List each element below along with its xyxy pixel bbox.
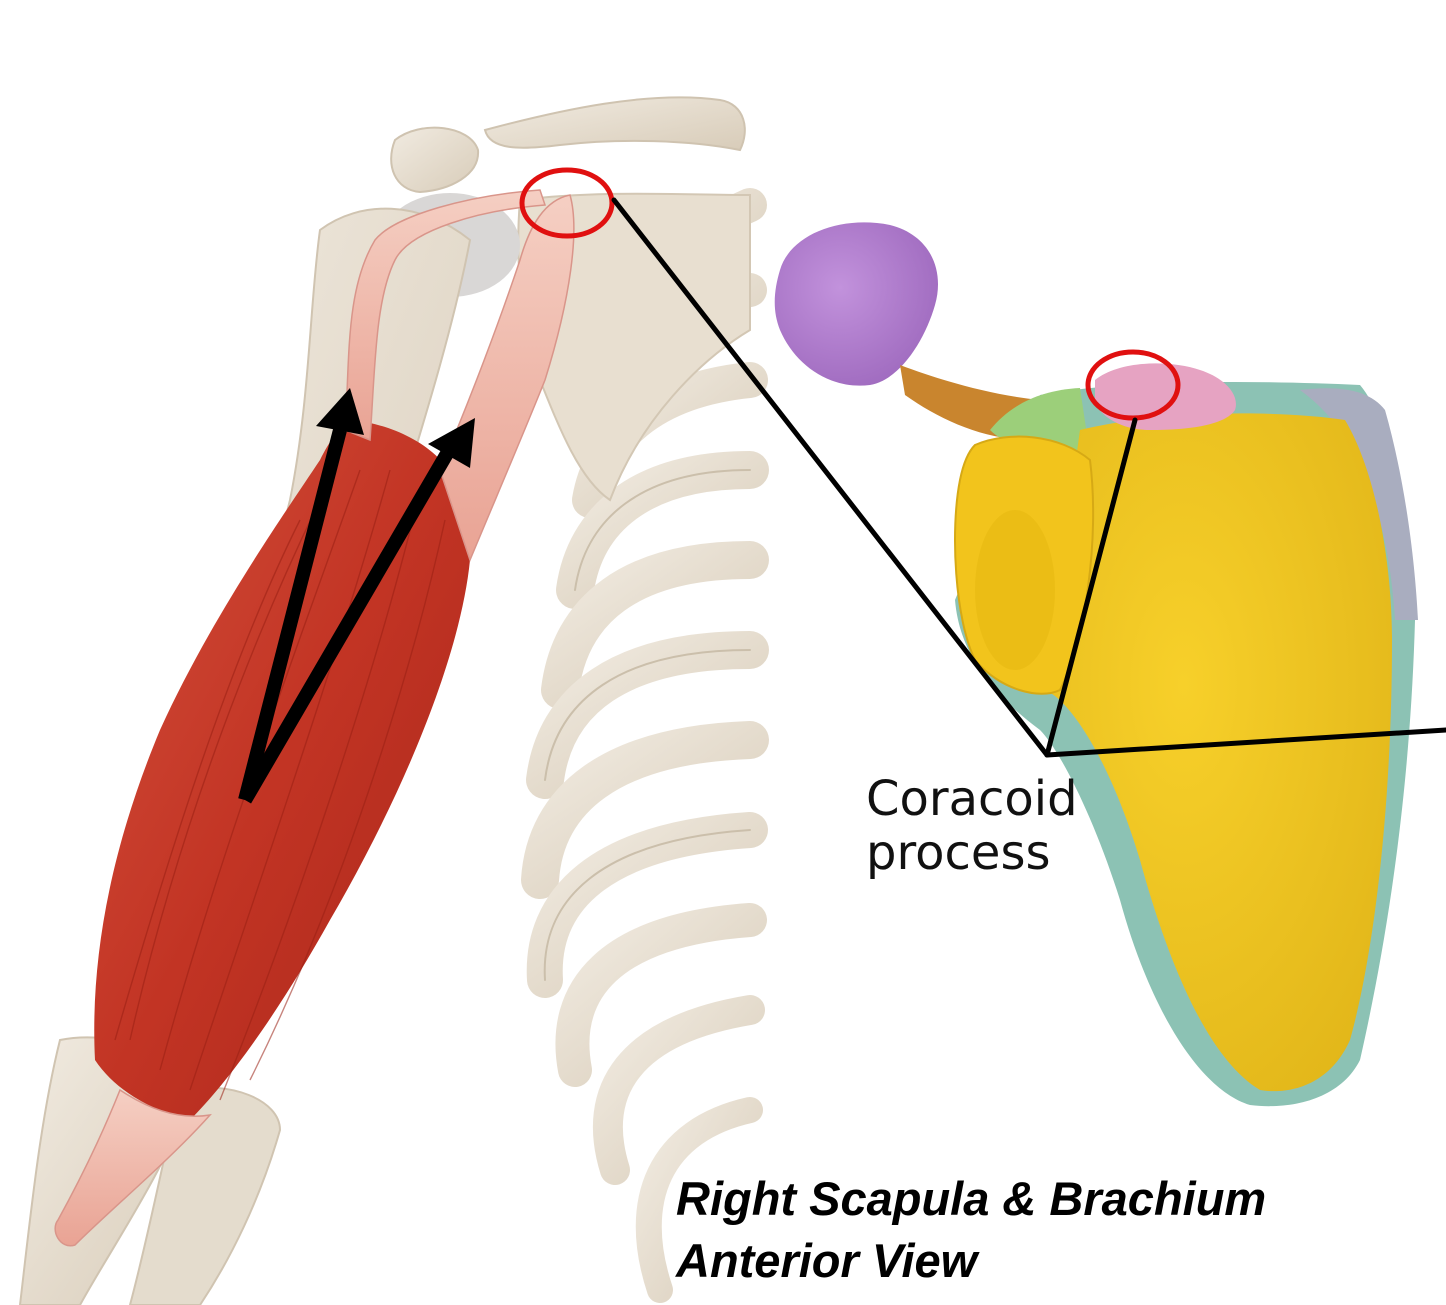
glenoid-rim [975, 510, 1055, 670]
figure-caption: Right Scapula & Brachium Anterior View [676, 1168, 1266, 1292]
medial-border [1300, 388, 1418, 620]
distal-tendon [54, 1088, 212, 1247]
caption-line-2: Anterior View [676, 1234, 978, 1287]
zoom-line-left [611, 197, 1050, 758]
arrow-to-short-head [238, 441, 459, 804]
acromion-region [774, 222, 938, 386]
muscle-pull-arrows [238, 388, 475, 804]
coracoid-highlight-circle-left [519, 167, 615, 239]
zoom-line-right [1044, 727, 1446, 758]
muscle-fibers [114, 469, 446, 1101]
coracoid-process-label: Coracoid process [866, 772, 1078, 880]
left-panel-illustration [18, 96, 769, 1305]
ribcage [521, 188, 769, 1303]
arrowhead-short-head [428, 418, 475, 468]
right-panel-illustration [774, 222, 1418, 1107]
callout-lines [611, 197, 1446, 758]
caption-line-1: Right Scapula & Brachium [676, 1172, 1267, 1225]
arrowhead-long-head [316, 388, 364, 435]
label-line-1: Coracoid [866, 771, 1078, 827]
pointer-line-coracoid [1044, 417, 1138, 758]
arrow-to-long-head [238, 428, 347, 802]
subscapular-fossa [1045, 413, 1392, 1092]
label-line-2: process [866, 825, 1051, 881]
coracoid-process-region [1095, 363, 1236, 430]
coracoid-highlight-circle-right [1085, 349, 1181, 421]
short-head-tendon [439, 194, 575, 563]
long-head-tendon [344, 189, 547, 442]
radius-bone [128, 1086, 282, 1305]
acromion [390, 126, 480, 194]
clavicle [483, 96, 746, 152]
biceps-muscle [94, 420, 472, 1120]
